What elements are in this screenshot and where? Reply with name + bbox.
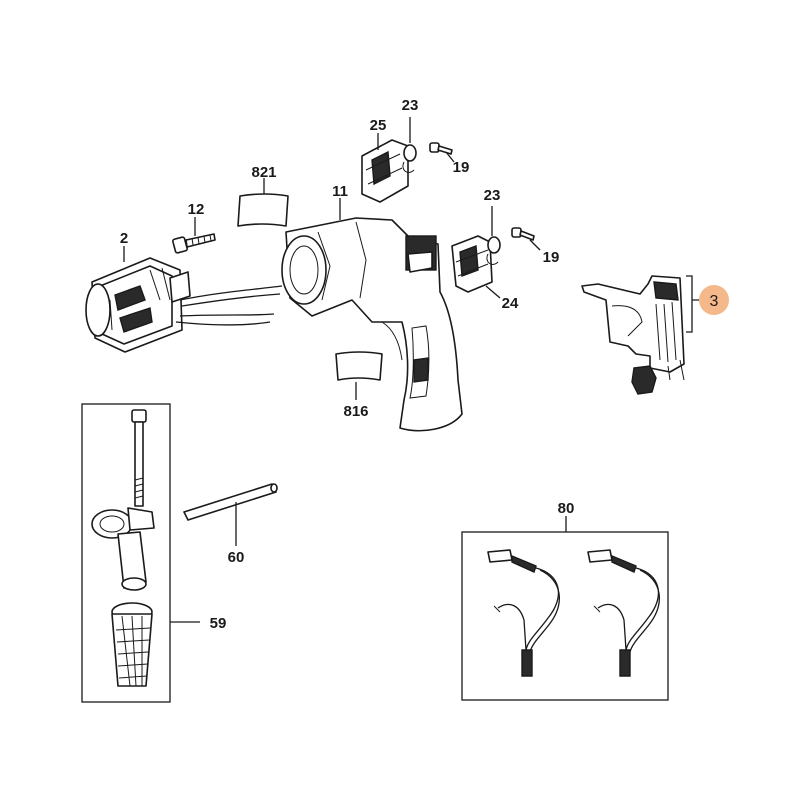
part-59-side-handle[interactable] [91, 409, 155, 687]
label-59: 59 [210, 615, 227, 632]
label-19-top: 19 [453, 159, 470, 176]
part-60-depth-rod[interactable] [183, 483, 278, 521]
label-2: 2 [120, 230, 128, 247]
label-19-mid: 19 [543, 249, 560, 266]
highlight-3-circle [699, 285, 729, 315]
part-59-box [81, 403, 171, 703]
label-23-top: 23 [402, 97, 419, 114]
part-2-field-coil[interactable] [85, 257, 283, 353]
part-23-spring-mid[interactable] [486, 236, 501, 265]
leader-19-top [445, 151, 455, 163]
part-23-spring-top[interactable] [402, 144, 417, 173]
part-80-carbon-brush-right[interactable] [587, 549, 660, 677]
leader-19-mid [529, 239, 541, 251]
part-3-switch[interactable] [581, 275, 685, 395]
part-24-brush-holder[interactable] [451, 235, 493, 293]
label-816: 816 [343, 403, 368, 420]
label-24: 24 [502, 295, 519, 312]
label-3: 3 [710, 293, 719, 310]
label-12: 12 [188, 201, 205, 218]
part-816-label[interactable] [335, 351, 383, 381]
label-23-mid: 23 [484, 187, 501, 204]
label-821: 821 [251, 164, 276, 181]
part-19-screw-top[interactable] [429, 142, 453, 155]
label-25: 25 [370, 117, 387, 134]
part-11-housing[interactable] [281, 217, 463, 432]
part-821-label[interactable] [237, 193, 289, 227]
label-11: 11 [332, 183, 348, 200]
part-19-screw-mid[interactable] [511, 227, 535, 241]
part-80-box [461, 531, 669, 701]
part-12-screw[interactable] [172, 233, 216, 254]
label-60: 60 [228, 549, 245, 566]
leader-24 [485, 285, 501, 299]
part-80-carbon-brush-left[interactable] [487, 549, 560, 677]
part-25-brush-holder[interactable] [361, 139, 409, 203]
label-80: 80 [558, 500, 575, 517]
